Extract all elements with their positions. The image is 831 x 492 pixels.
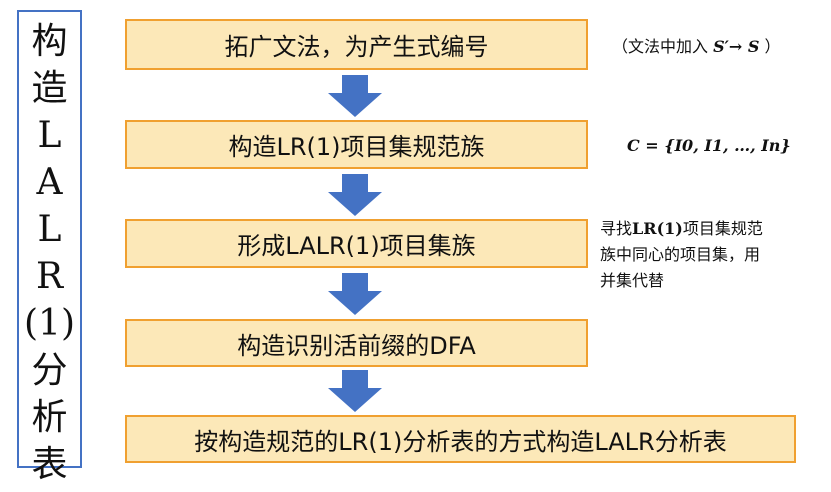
step-label: 拓广文法，为产生式编号 [224,33,489,61]
step-box-2: 构造LR(1)项目集规范族 [125,120,588,169]
note-text: 项目集规范 [682,219,763,238]
down-arrow-icon [328,273,382,315]
side-title-char: (1) [24,303,75,344]
note-merge-cores: 寻找LR(1)项目集规范 族中同心的项目集，用 并集代替 [600,216,825,294]
note-augment-grammar: （文法中加入 S′→ S ） [612,34,781,60]
side-title: 构 造 L A L R (1) 分 析 表 [17,10,82,485]
note-text: 寻找 [600,219,633,238]
side-title-char: 表 [31,444,68,485]
side-title-char: L [37,115,62,156]
side-title-char: 分 [31,350,68,391]
step-label: 构造识别活前缀的DFA [237,331,476,360]
side-title-char: R [35,256,64,297]
down-arrow-icon [328,370,382,412]
note-formula: C = {I0, I1, …, In} [627,136,791,155]
down-arrow-icon [328,75,382,117]
note-formula: S′→ S [713,37,760,56]
side-title-char: 析 [31,397,68,438]
note-text: 并集代替 [600,271,665,290]
side-title-char: L [37,209,62,250]
down-arrow-icon [328,174,382,216]
step-label: 按构造规范的LR(1)分析表的方式构造LALR分析表 [194,427,727,456]
note-canonical-collection: C = {I0, I1, …, In} [627,133,791,159]
step-label: 形成LALR(1)项目集族 [237,232,476,260]
side-title-char: 造 [31,68,68,109]
step-label: 构造LR(1)项目集规范族 [228,133,485,161]
step-box-1: 拓广文法，为产生式编号 [125,19,588,70]
step-box-3: 形成LALR(1)项目集族 [125,219,588,268]
note-suffix: ） [759,37,781,56]
note-text: 族中同心的项目集，用 [600,245,761,264]
note-text: LR(1) [632,219,683,238]
step-box-4: 构造识别活前缀的DFA [125,319,588,367]
step-box-5: 按构造规范的LR(1)分析表的方式构造LALR分析表 [125,415,796,463]
side-title-char: 构 [31,21,68,62]
side-title-char: A [36,162,63,203]
note-prefix: （文法中加入 [612,37,714,56]
